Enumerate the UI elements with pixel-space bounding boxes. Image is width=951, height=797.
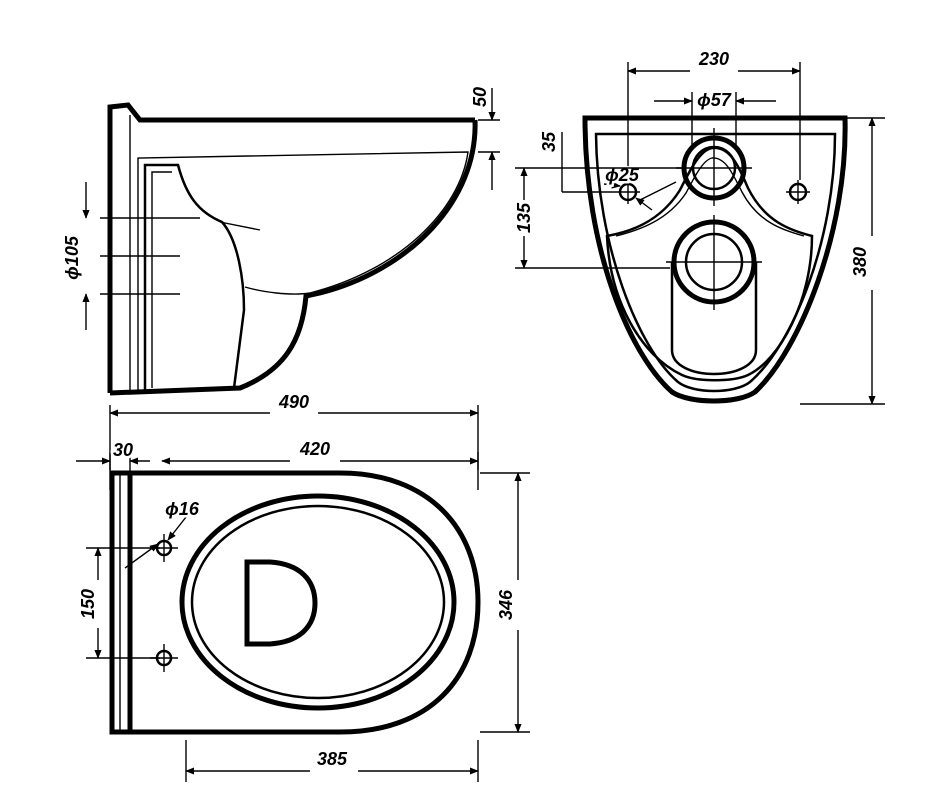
top-width-label: 346 bbox=[496, 589, 516, 620]
top-hole-spacing-label: 150 bbox=[78, 589, 98, 619]
side-outlet-diameter-label: ϕ105 bbox=[62, 235, 82, 280]
top-view: 490 30 420 ϕ16 150 346 385 bbox=[76, 390, 530, 782]
side-view: ϕ105 50 bbox=[60, 84, 500, 396]
side-view-trap bbox=[143, 163, 246, 390]
back-pipe-diameter-label: ϕ57 bbox=[697, 90, 732, 110]
top-view-outline bbox=[109, 470, 481, 735]
top-view-bowl-opening bbox=[244, 559, 318, 647]
side-view-trap-inner bbox=[151, 171, 172, 388]
side-view-inner-rim bbox=[137, 151, 469, 390]
back-hole-diameter-label: ϕ25 bbox=[605, 165, 640, 185]
side-view-bowl-outline bbox=[109, 119, 478, 396]
back-hole-offset-label: 35 bbox=[539, 131, 559, 152]
back-pipe-spacing-label: 135 bbox=[514, 202, 534, 233]
top-view-seat-outer bbox=[179, 493, 457, 711]
top-wall-thickness-label: 30 bbox=[113, 440, 133, 460]
back-view: 230 ϕ57 35 ϕ25 135 380 bbox=[512, 47, 885, 405]
back-height-label: 380 bbox=[850, 247, 870, 277]
top-length-label: 420 bbox=[299, 439, 330, 459]
side-offset-label: 50 bbox=[470, 87, 490, 107]
back-view-outline bbox=[582, 115, 848, 404]
back-width-label: 230 bbox=[698, 49, 729, 69]
top-seat-length-label: 385 bbox=[317, 749, 348, 769]
top-hole-diameter-label: ϕ16 bbox=[165, 499, 200, 519]
side-view-wall-plate bbox=[107, 102, 475, 393]
back-view-outlet-channel bbox=[670, 262, 758, 376]
top-view-seat-inner bbox=[190, 504, 446, 700]
top-overall-length-label: 490 bbox=[278, 392, 309, 412]
